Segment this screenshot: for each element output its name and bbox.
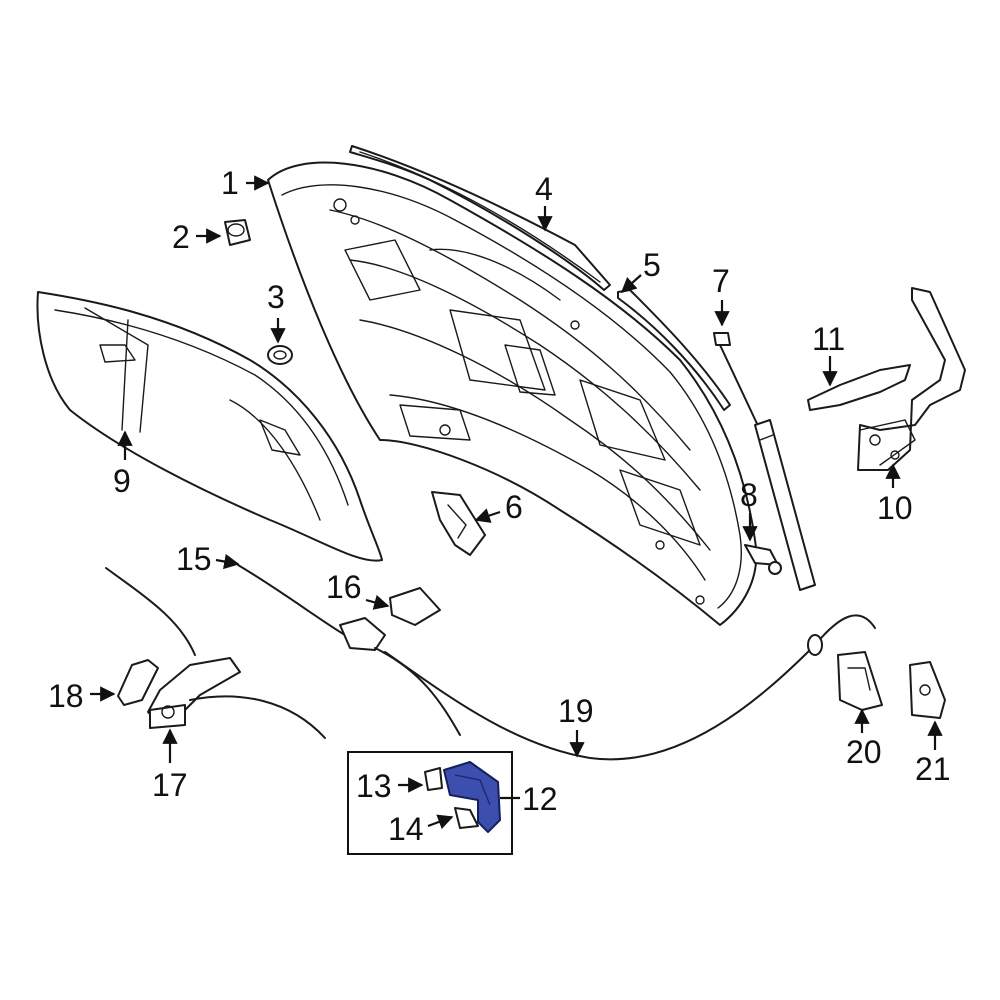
callout-5: 5	[643, 247, 661, 283]
callout-9: 9	[113, 463, 131, 499]
side-seal-strip	[617, 289, 731, 411]
callout-13: 13	[356, 768, 392, 804]
callout-8: 8	[740, 477, 758, 513]
leader-14	[427, 814, 454, 830]
hood-panel	[267, 161, 758, 626]
release-cable	[237, 564, 461, 736]
callout-4: 4	[535, 171, 553, 207]
hood-hinge	[857, 287, 966, 471]
callout-labels: 1 2 3 4 5 6 7 8 9 10 11 12 13 14 15 16 1…	[48, 165, 951, 847]
callout-7: 7	[712, 263, 730, 299]
leaders	[90, 175, 943, 830]
callout-6: 6	[505, 489, 523, 525]
callout-11: 11	[812, 321, 845, 357]
callout-12: 12	[522, 781, 558, 817]
leader-15	[215, 553, 240, 570]
latch-bracket	[909, 661, 946, 719]
callout-21: 21	[915, 751, 951, 787]
callout-1: 1	[221, 165, 239, 201]
callout-2: 2	[172, 219, 190, 255]
callout-10: 10	[877, 490, 913, 526]
retainer-clip	[424, 767, 443, 791]
bumper-screw	[454, 807, 479, 829]
callout-18: 18	[48, 678, 84, 714]
release-cable-assembly	[105, 567, 326, 739]
callout-3: 3	[267, 279, 285, 315]
callout-16: 16	[326, 569, 362, 605]
callout-14: 14	[388, 811, 424, 847]
plug-washer	[267, 345, 293, 365]
hood-seal	[349, 145, 611, 291]
hinge-reinforcement	[807, 364, 911, 411]
inset-box	[347, 751, 513, 855]
leader-16	[365, 594, 390, 610]
hood-insulator	[36, 291, 383, 562]
bumper-stop	[744, 544, 782, 575]
callout-15: 15	[176, 541, 212, 577]
callout-17: 17	[152, 767, 188, 803]
hood-striker	[431, 491, 486, 556]
callout-19: 19	[558, 693, 594, 729]
hood-latch	[837, 651, 883, 711]
gas-strut	[713, 332, 816, 591]
safety-catch-highlighted	[443, 761, 501, 833]
grommet-clip	[224, 219, 251, 246]
callout-20: 20	[846, 734, 882, 770]
long-release-cable	[384, 614, 876, 761]
leader-5	[620, 274, 642, 294]
leader-6	[474, 508, 501, 523]
release-handle	[117, 659, 159, 706]
